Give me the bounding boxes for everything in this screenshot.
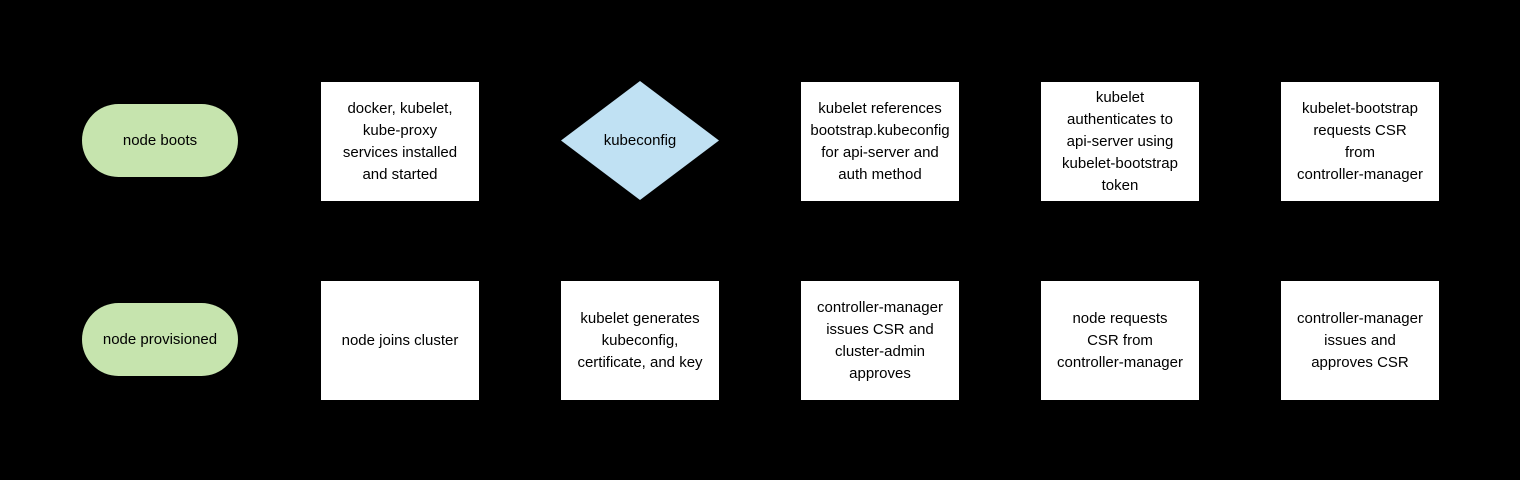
flow-node-label-kubelet-references-bootstrap: kubelet references bootstrap.kubeconfig … bbox=[810, 99, 950, 183]
flow-node-services-installed[interactable]: docker, kubelet, kube-proxy services ins… bbox=[321, 82, 479, 201]
flow-node-kubelet-references-bootstrap[interactable]: kubelet references bootstrap.kubeconfig … bbox=[801, 82, 959, 201]
flow-node-label-kubelet-authenticates: kubelet authenticates to api-server usin… bbox=[1062, 88, 1178, 194]
flow-node-label-controller-manager-issues-csr: controller-manager issues CSR and cluste… bbox=[817, 298, 943, 382]
flow-node-label-services-installed: docker, kubelet, kube-proxy services ins… bbox=[342, 99, 458, 183]
flow-node-label-kubelet-generates-kubeconfig: kubelet generates kubeconfig, certificat… bbox=[577, 309, 703, 371]
flow-node-kubelet-bootstrap-requests-csr[interactable]: kubelet-bootstrap requests CSR from cont… bbox=[1281, 82, 1439, 201]
flow-node-label-node-provisioned: node provisioned bbox=[102, 330, 218, 348]
flow-node-label-node-joins-cluster: node joins cluster bbox=[341, 331, 459, 349]
flow-node-label-controller-manager-approves-csr: controller-manager issues and approves C… bbox=[1297, 309, 1423, 371]
flow-node-kubeconfig-decision[interactable]: kubeconfig bbox=[561, 81, 719, 200]
flow-node-node-provisioned[interactable]: node provisioned bbox=[82, 303, 238, 376]
flow-node-label-kubeconfig-decision: kubeconfig bbox=[603, 131, 677, 149]
flow-node-controller-manager-issues-csr[interactable]: controller-manager issues CSR and cluste… bbox=[801, 281, 959, 400]
flow-node-label-node-requests-csr: node requests CSR from controller-manage… bbox=[1057, 309, 1183, 371]
flow-node-kubelet-authenticates[interactable]: kubelet authenticates to api-server usin… bbox=[1041, 82, 1199, 201]
flow-node-node-boots[interactable]: node boots bbox=[82, 104, 238, 177]
flow-node-label-kubelet-bootstrap-requests-csr: kubelet-bootstrap requests CSR from cont… bbox=[1297, 99, 1423, 183]
flow-node-controller-manager-approves-csr[interactable]: controller-manager issues and approves C… bbox=[1281, 281, 1439, 400]
flow-node-node-joins-cluster[interactable]: node joins cluster bbox=[321, 281, 479, 400]
flow-node-node-requests-csr[interactable]: node requests CSR from controller-manage… bbox=[1041, 281, 1199, 400]
flow-node-label-node-boots: node boots bbox=[122, 131, 198, 149]
flow-node-kubelet-generates-kubeconfig[interactable]: kubelet generates kubeconfig, certificat… bbox=[561, 281, 719, 400]
